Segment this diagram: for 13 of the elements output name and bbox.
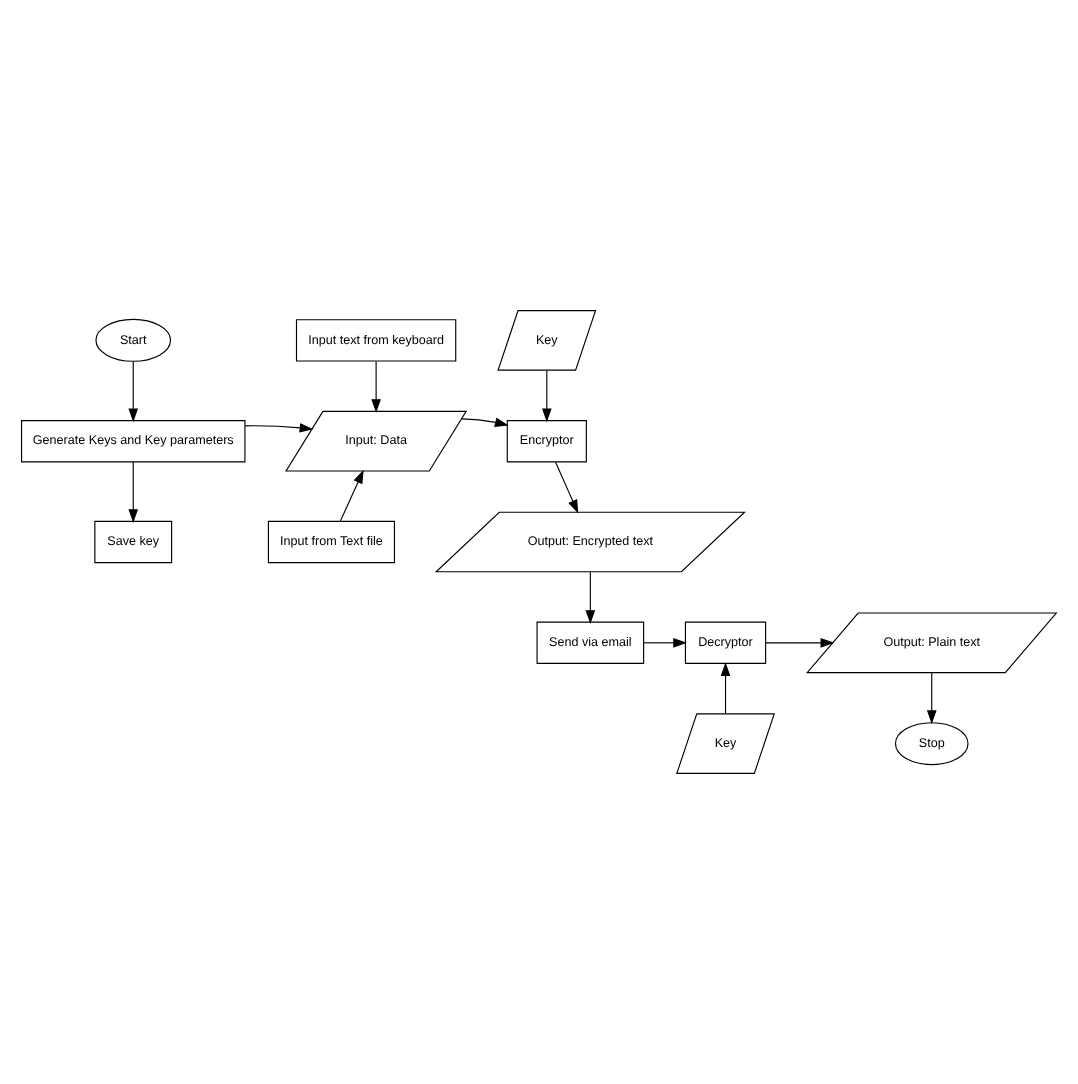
arrow — [128, 360, 139, 423]
arrow — [128, 461, 139, 524]
arrow — [926, 672, 937, 725]
arrow — [585, 571, 596, 624]
arrow — [371, 360, 381, 413]
arrow — [339, 469, 364, 522]
arrow — [765, 638, 835, 648]
arrow — [643, 638, 687, 648]
arrow — [720, 662, 731, 715]
arrow — [461, 417, 509, 428]
arrow — [244, 423, 314, 433]
arrow — [555, 461, 579, 514]
arrow — [542, 369, 552, 423]
